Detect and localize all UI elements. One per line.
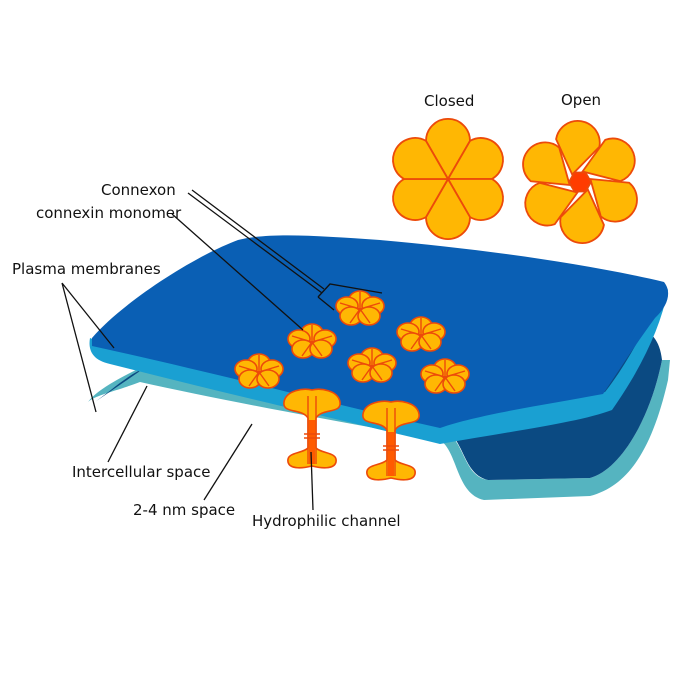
intercellular-space-label: Intercellular space <box>72 463 211 481</box>
connexin-subunit <box>425 177 471 241</box>
plasma-membranes-leader <box>61 282 115 413</box>
connexin-subunit <box>589 177 638 223</box>
connexon-label: Connexon <box>101 181 176 199</box>
hydrophilic-channel-label: Hydrophilic channel <box>252 512 401 530</box>
plasma-membranes-label: Plasma membranes <box>12 260 161 278</box>
connexin-subunit <box>392 137 450 180</box>
connexin-subunit <box>524 181 579 227</box>
open-connexon <box>522 120 638 244</box>
nm-space-label: 2-4 nm space <box>133 501 236 519</box>
connexin-subunit <box>581 137 636 183</box>
upper-membrane <box>92 235 669 428</box>
connexin-subunit <box>446 178 504 221</box>
intercellular-space-leader <box>107 385 148 463</box>
connexin-monomer-label: connexin monomer <box>36 204 182 222</box>
connexin-monomer-leader <box>171 213 304 331</box>
closed-label: Closed <box>424 92 475 110</box>
connexon-leader <box>187 189 383 311</box>
gap-junction-channel-2 <box>362 400 420 481</box>
open-label: Open <box>561 91 602 109</box>
lower-membrane-edge <box>88 360 670 500</box>
connexin-subunit <box>559 187 605 244</box>
connexin-subunit <box>555 120 601 177</box>
hydrophilic-channel-leader <box>310 451 314 511</box>
closed-connexon <box>392 117 504 241</box>
connexin-subunit <box>446 137 504 180</box>
leader-lines <box>61 189 383 511</box>
connexin-subunit <box>425 117 471 181</box>
connexin-subunit <box>522 141 571 187</box>
gap-junction-channel-1 <box>283 388 341 469</box>
connexin-subunit <box>392 178 450 221</box>
nm-space-leader <box>203 423 253 501</box>
